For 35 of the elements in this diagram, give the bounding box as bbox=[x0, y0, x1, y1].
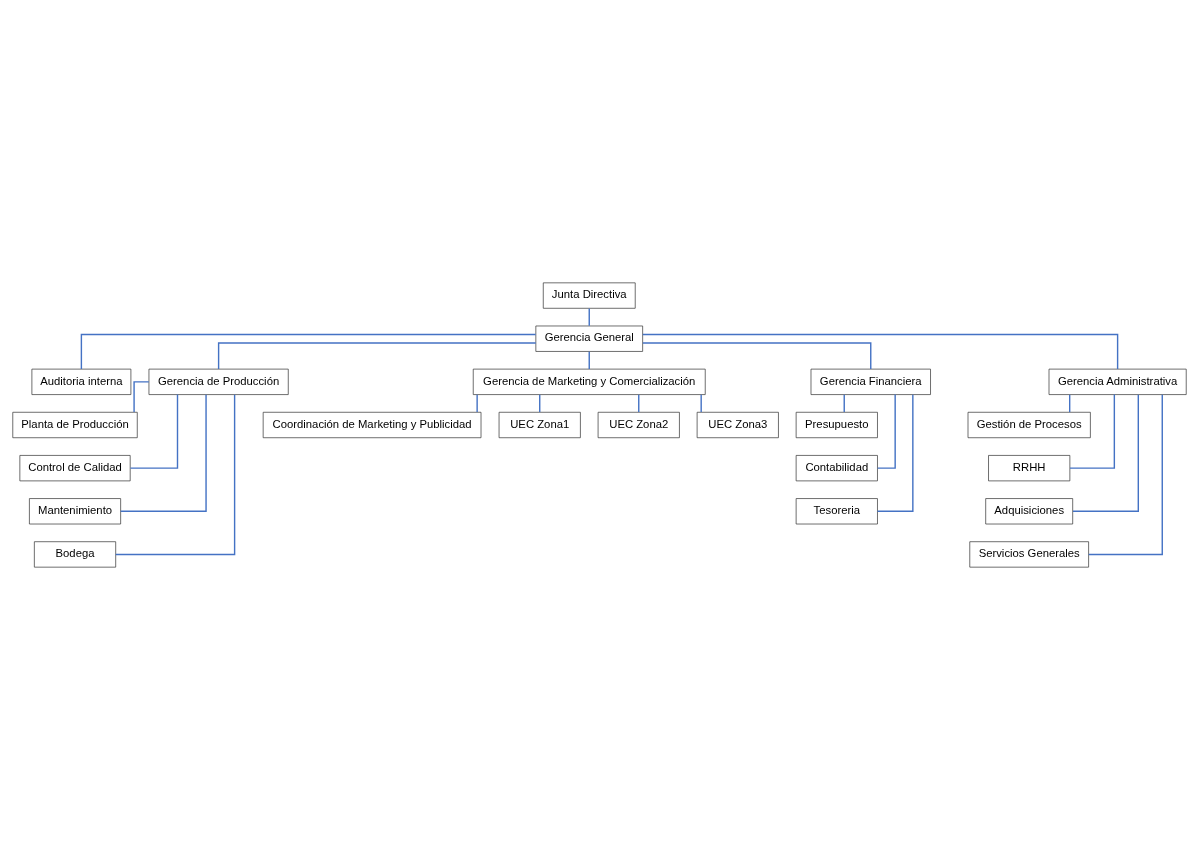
node-box: Gestión de Procesos bbox=[967, 411, 1091, 439]
connector bbox=[642, 333, 1119, 370]
connector bbox=[476, 394, 478, 413]
node-box: Junta Directiva bbox=[542, 282, 636, 309]
node-box: Coordinación de Marketing y Publicidad bbox=[262, 411, 482, 439]
node-box: Auditoria interna bbox=[31, 368, 132, 395]
node-box: Gerencia de Producción bbox=[148, 368, 289, 395]
node-box: Gerencia General bbox=[535, 325, 643, 352]
connector bbox=[217, 342, 537, 370]
connector bbox=[700, 394, 702, 413]
node-box: UEC Zona2 bbox=[597, 411, 680, 439]
node-box: Gerencia de Marketing y Comercialización bbox=[472, 368, 706, 395]
connector bbox=[115, 394, 236, 556]
connector bbox=[1072, 394, 1139, 512]
node-box: Bodega bbox=[34, 541, 117, 568]
node-box: Gerencia Administrativa bbox=[1048, 368, 1187, 395]
node-box: UEC Zona3 bbox=[696, 411, 779, 439]
node-box: Gerencia Financiera bbox=[810, 368, 931, 395]
connector bbox=[642, 342, 872, 370]
connector bbox=[876, 394, 914, 512]
node-box: Contabilidad bbox=[795, 455, 878, 482]
connector bbox=[876, 393, 896, 469]
node-box: Mantenimiento bbox=[29, 498, 121, 525]
node-box: Tesoreria bbox=[795, 498, 878, 525]
connector bbox=[129, 393, 179, 469]
node-box: Adquisiciones bbox=[985, 498, 1074, 525]
node-box: RRHH bbox=[988, 455, 1071, 482]
node-box: UEC Zona1 bbox=[498, 411, 581, 439]
connector bbox=[80, 333, 537, 370]
connector bbox=[1088, 394, 1163, 556]
node-box: Presupuesto bbox=[795, 411, 878, 439]
node-box: Control de Calidad bbox=[19, 455, 131, 482]
node-box: Planta de Producción bbox=[12, 411, 138, 439]
node-box: Servicios Generales bbox=[969, 541, 1089, 568]
connector bbox=[119, 394, 207, 512]
